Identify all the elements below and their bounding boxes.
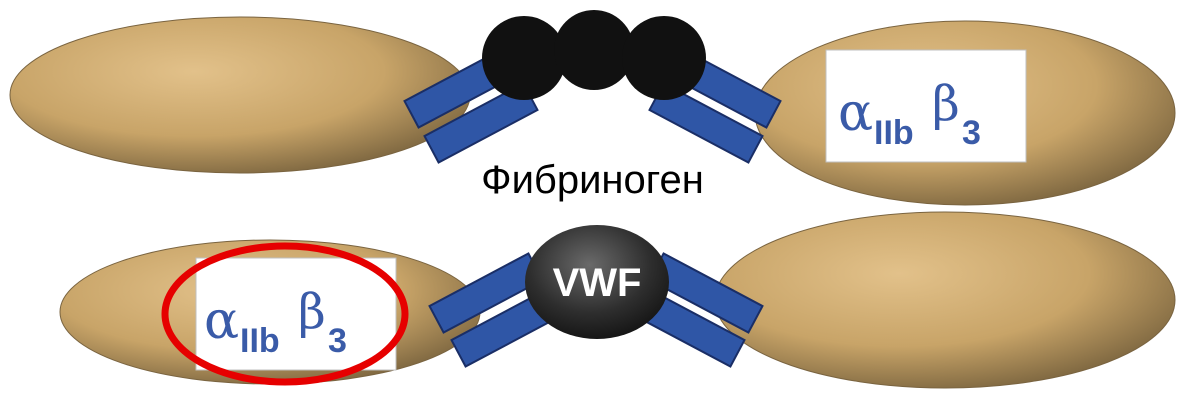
beta-subscript: 3 (328, 322, 347, 360)
highlight-circle (161, 242, 409, 386)
alpha-iib-beta3-label-top-right: α IIb β 3 (825, 49, 1027, 163)
vwf-label: VWF (553, 261, 642, 305)
beta-subscript: 3 (962, 114, 981, 152)
platelet-top-left (9, 16, 471, 174)
fibrinogen-molecule (482, 10, 706, 100)
beta-glyph: β (932, 76, 960, 132)
vwf-molecule: VWF (525, 225, 669, 339)
alpha-subscript: IIb (240, 322, 280, 360)
platelet-bottom-right (714, 211, 1176, 389)
fibrinogen-label: Фибриноген (481, 158, 704, 202)
alpha-subscript: IIb (874, 114, 914, 152)
alpha-iib-beta3-label-bottom-left: α IIb β 3 (195, 257, 397, 371)
alpha-glyph: α (838, 83, 873, 143)
alpha-glyph: α (204, 291, 239, 351)
beta-glyph: β (298, 284, 326, 340)
